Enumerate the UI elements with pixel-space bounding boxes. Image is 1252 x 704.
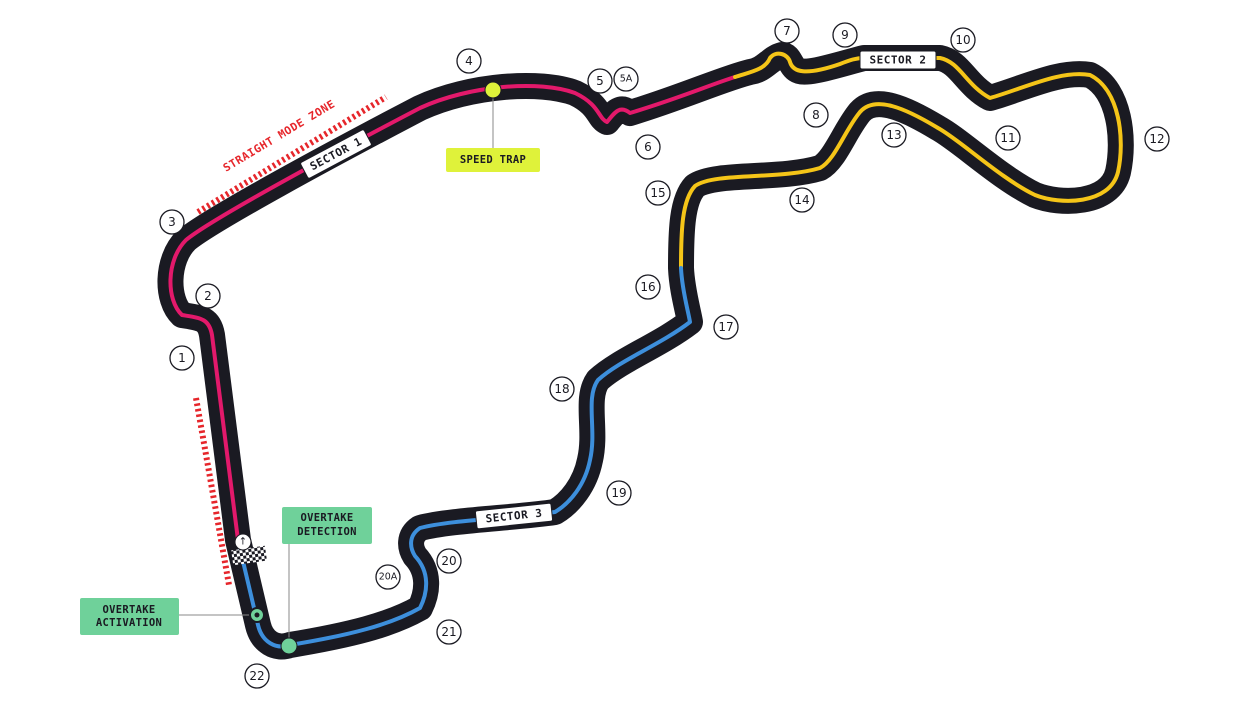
turn-14: 14	[789, 187, 815, 213]
overtake-detection-tag	[282, 507, 372, 544]
turn-15: 15	[645, 180, 671, 206]
svg-text:3: 3	[168, 215, 176, 229]
sector-2-label-text: SECTOR 2	[870, 54, 927, 67]
turn-22: 22	[244, 663, 270, 689]
svg-text:11: 11	[1000, 131, 1015, 145]
start-finish: ↑	[231, 533, 267, 566]
turn-3: 3	[159, 209, 185, 235]
turn-20a: 20A	[375, 564, 401, 590]
speed-trap-dot	[484, 81, 502, 99]
overtake-activation-label-1: OVERTAKE	[103, 604, 156, 616]
overtake-activation-tag	[80, 598, 179, 635]
turn-13: 13	[881, 122, 907, 148]
turn-11: 11	[995, 125, 1021, 151]
svg-text:18: 18	[554, 382, 569, 396]
turn-5a: 5A	[613, 66, 639, 92]
svg-text:12: 12	[1149, 132, 1164, 146]
straight-mode-zone-dash-top	[196, 94, 388, 215]
turn-4: 4	[456, 48, 482, 74]
overtake-activation-dot-core	[254, 612, 260, 618]
turn-8: 8	[803, 102, 829, 128]
svg-text:9: 9	[841, 28, 849, 42]
overtake-activation-marker: OVERTAKE ACTIVATION	[80, 598, 265, 635]
sector-2-line	[679, 51, 1123, 270]
turn-16: 16	[635, 274, 661, 300]
sector-3-label-text: SECTOR 3	[485, 507, 543, 526]
turn-19: 19	[606, 480, 632, 506]
turn-12: 12	[1144, 126, 1170, 152]
overtake-detection-label-1: OVERTAKE	[301, 512, 354, 524]
sector-2-label: SECTOR 2	[859, 50, 937, 70]
svg-text:5A: 5A	[620, 74, 633, 85]
svg-text:19: 19	[611, 486, 626, 500]
sector-1-line	[168, 75, 737, 542]
svg-text:13: 13	[886, 128, 901, 142]
turn-6: 6	[635, 134, 661, 160]
svg-text:1: 1	[178, 351, 186, 365]
turn-1: 1	[169, 345, 195, 371]
turn-10: 10	[950, 27, 976, 53]
svg-text:5: 5	[596, 74, 604, 88]
start-arrow-badge	[234, 533, 252, 551]
straight-mode-zone-dash-main	[193, 397, 232, 586]
svg-text:16: 16	[640, 280, 655, 294]
turn-20: 20	[436, 548, 462, 574]
svg-text:17: 17	[718, 320, 733, 334]
overtake-detection-label-2: DETECTION	[297, 526, 357, 538]
turn-9: 9	[832, 22, 858, 48]
sector-3-label-box	[474, 502, 554, 530]
speed-trap-label: SPEED TRAP	[460, 154, 526, 166]
svg-text:20A: 20A	[379, 572, 398, 583]
sector-3-label: SECTOR 3	[474, 502, 554, 530]
turn-5: 5	[587, 68, 613, 94]
svg-text:21: 21	[441, 625, 456, 639]
svg-text:15: 15	[650, 186, 665, 200]
turn-2: 2	[195, 283, 221, 309]
svg-text:10: 10	[955, 33, 970, 47]
overtake-detection-marker: OVERTAKE DETECTION	[280, 507, 372, 655]
svg-text:20: 20	[441, 554, 456, 568]
overtake-detection-dot	[280, 637, 298, 655]
speed-trap-marker: SPEED TRAP	[446, 81, 540, 172]
svg-text:14: 14	[794, 193, 809, 207]
speed-trap-tag	[446, 148, 540, 172]
turn-21: 21	[436, 619, 462, 645]
arrow-up-icon: ↑	[239, 537, 247, 548]
svg-text:4: 4	[465, 54, 473, 68]
sector-1-label-box	[300, 129, 372, 179]
checkered-flag-line	[231, 545, 267, 566]
turn-17: 17	[713, 314, 739, 340]
turn-7: 7	[774, 18, 800, 44]
turn-markers: 1 2 3 4 5 5A 6 7 8 9 10 11 12 13 14 15 1…	[159, 18, 1170, 689]
svg-text:8: 8	[812, 108, 820, 122]
svg-text:2: 2	[204, 289, 212, 303]
svg-text:7: 7	[783, 24, 791, 38]
svg-text:22: 22	[249, 669, 264, 683]
overtake-activation-label-2: ACTIVATION	[96, 617, 162, 629]
sector-2-label-box	[859, 50, 937, 70]
turn-18: 18	[549, 376, 575, 402]
sector-3-line	[236, 266, 692, 649]
svg-text:6: 6	[644, 140, 652, 154]
